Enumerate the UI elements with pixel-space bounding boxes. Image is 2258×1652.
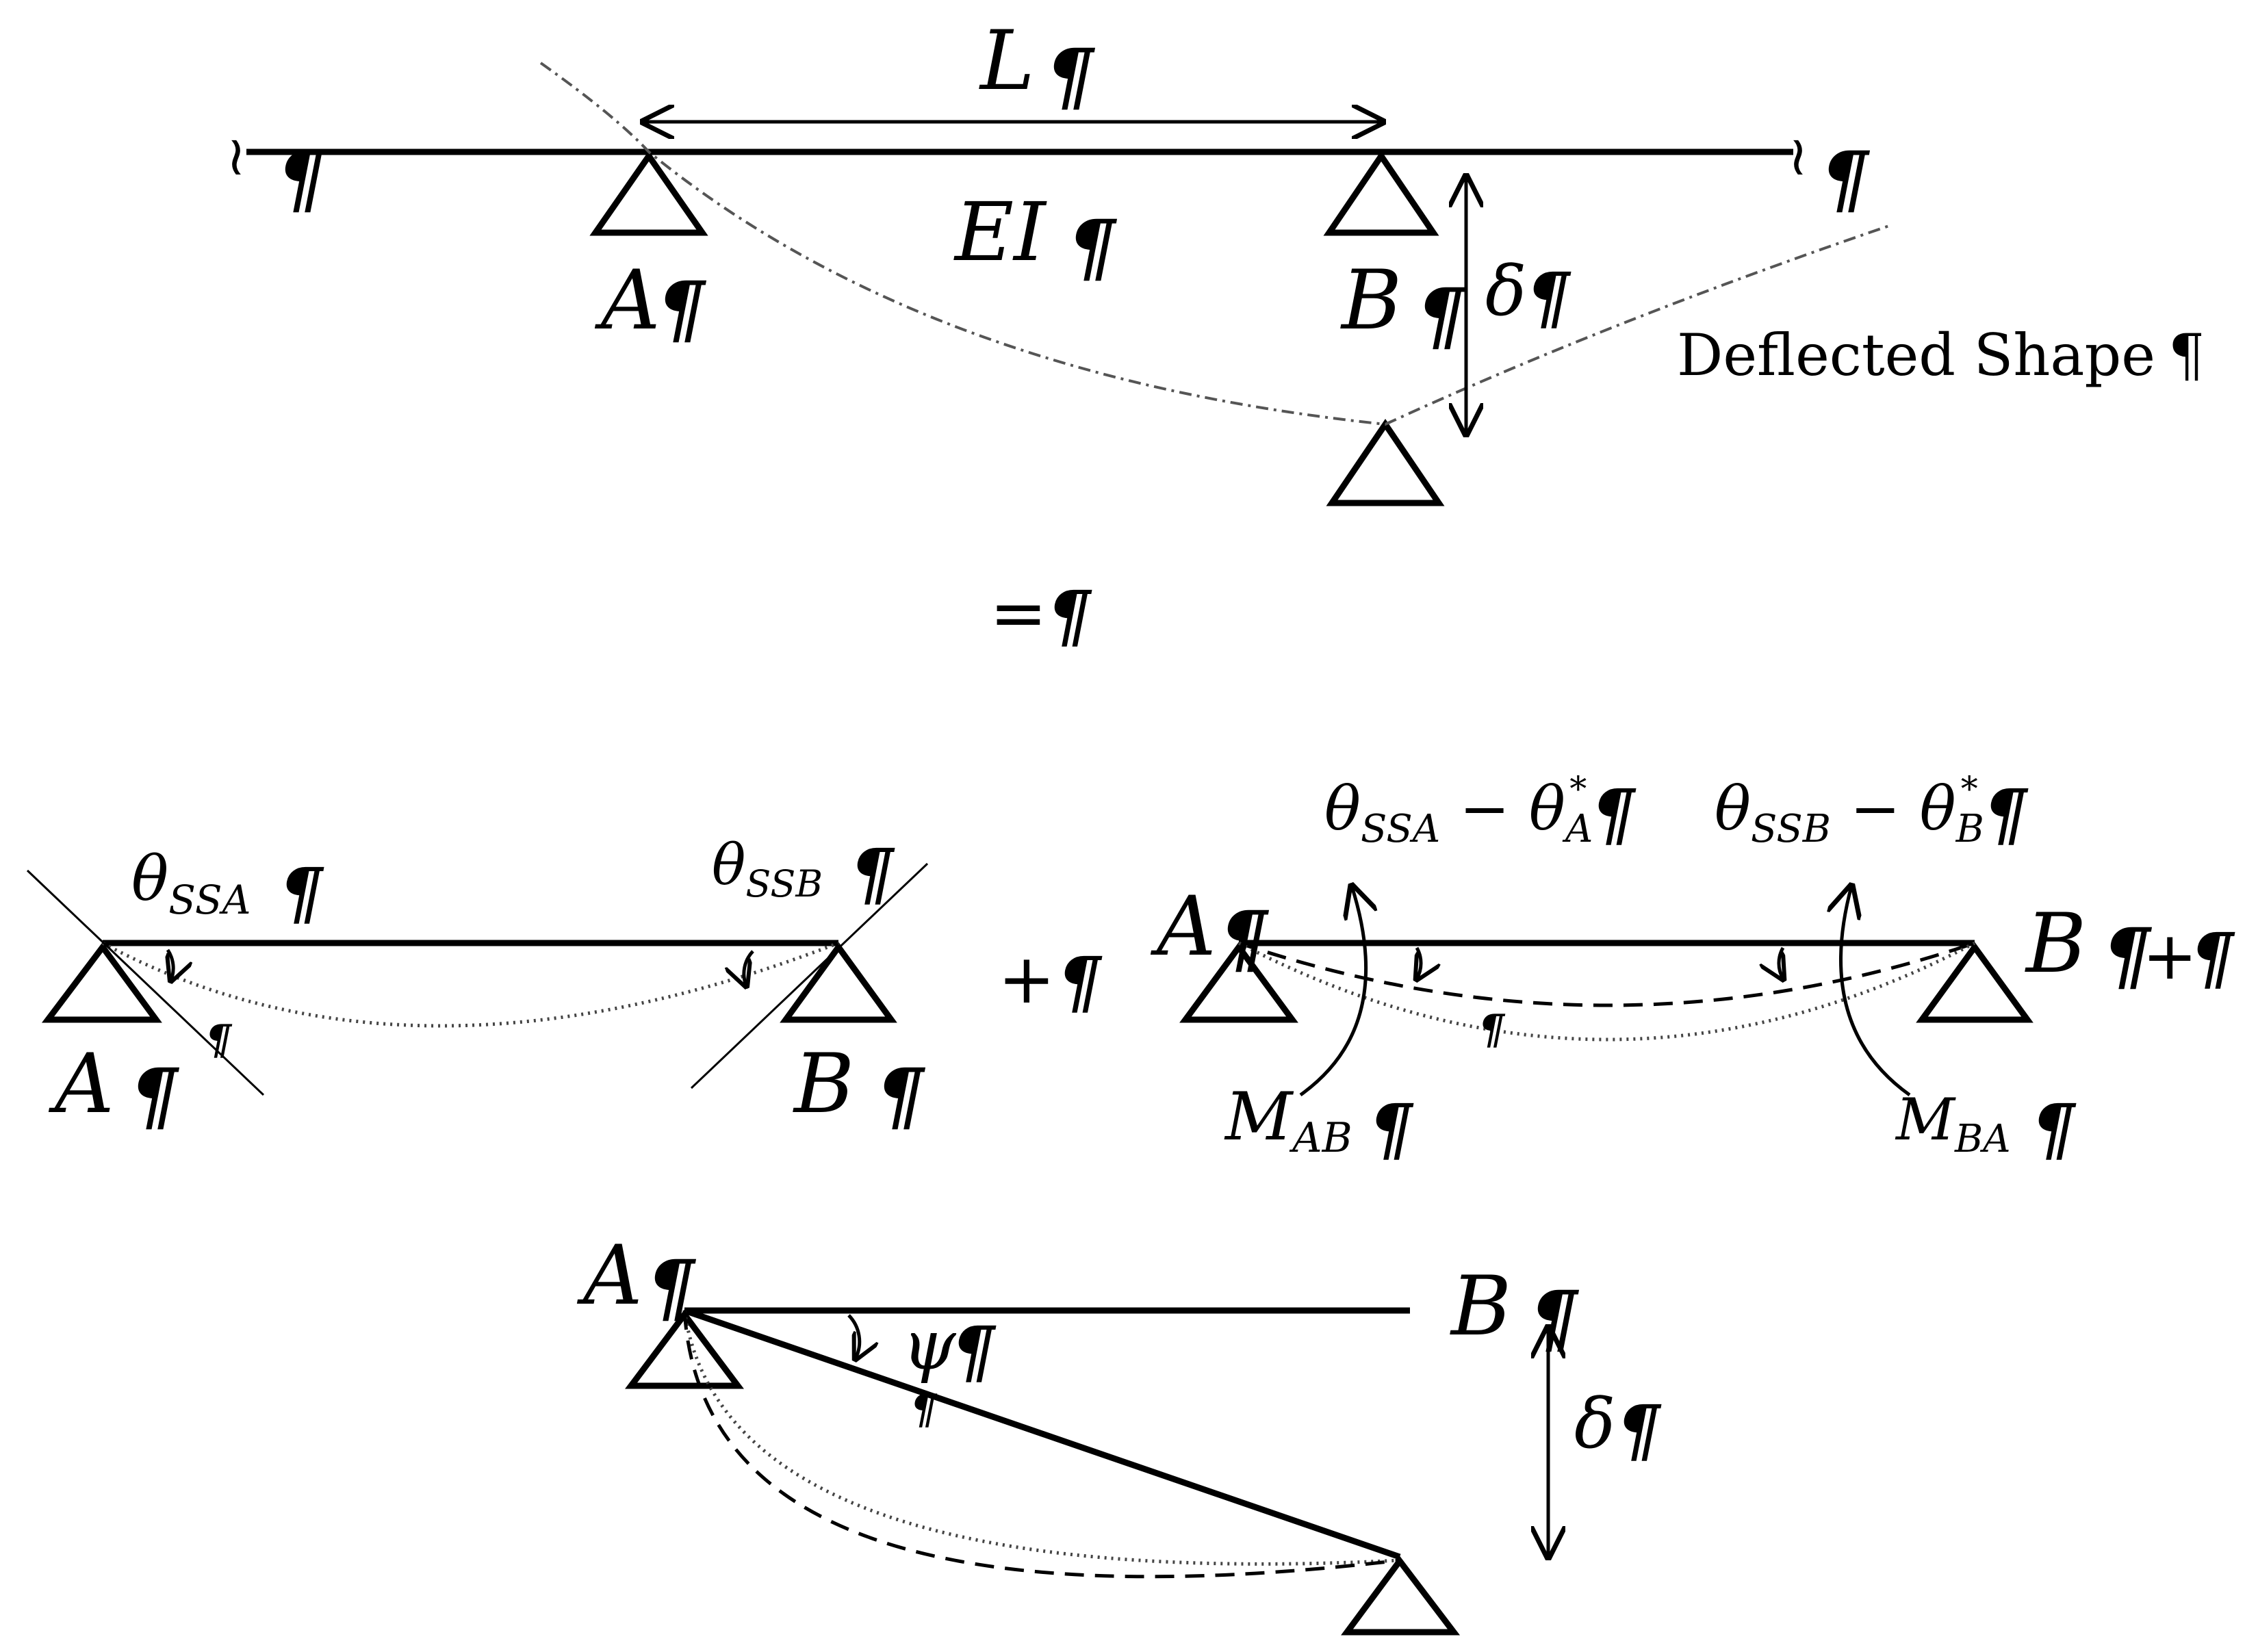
pilcrow-mark: ¶ (647, 1243, 697, 1332)
pilcrow-mark: ¶ (1617, 1390, 1662, 1471)
moment-arrow-ab (1299, 886, 1366, 1097)
corrected-deflection-curve (1238, 941, 1975, 1007)
moment-ab-label: MAB (1224, 1079, 1352, 1162)
support-b-settled (1326, 418, 1445, 506)
chord-rotation-panel: ¶ A ¶ B ¶ ψ ¶ δ ¶ (576, 1228, 1662, 1636)
support-b-settled (1341, 1556, 1461, 1636)
rotation-arrow-a (1417, 946, 1421, 979)
end-b-label: B (1340, 253, 1402, 348)
end-a-label: A (1150, 879, 1216, 975)
pilcrow-mark: ¶ (2031, 1089, 2077, 1170)
tangent-line-a (26, 869, 265, 1096)
theta-ssb-label: θSSB (712, 833, 823, 905)
rotation-arrow-b (1779, 946, 1783, 979)
pilcrow-mark: ¶ (2168, 322, 2205, 389)
rotated-chord-line (683, 1307, 1401, 1560)
end-b-label: B (793, 1037, 854, 1132)
ss-deflection-curve (101, 941, 839, 1028)
chord-rotation-arc (847, 1314, 860, 1358)
pilcrow-mark: ¶ (1369, 1089, 1414, 1170)
end-a-label: A (576, 1228, 643, 1324)
settlement-label: δ (1485, 251, 1526, 331)
plus-sign: + (998, 939, 1055, 1019)
pilcrow-mark: ¶ (1591, 774, 1637, 855)
support-b (780, 942, 897, 1023)
pilcrow-mark: ¶ (1047, 576, 1092, 656)
pilcrow-mark: ¶ (1478, 1006, 1506, 1054)
theta-b-difference-label: θSSB − θB* (1715, 769, 1984, 851)
support-a (625, 1309, 744, 1389)
pilcrow-mark: ¶ (1530, 1274, 1580, 1363)
tangent-line-b (690, 862, 929, 1089)
chord-rotation-label: ψ (902, 1305, 957, 1385)
end-b-label: B (1450, 1259, 1511, 1354)
pilcrow-mark: ¶ (2190, 918, 2235, 998)
rotation-arrow-a (168, 948, 173, 980)
moment-ba-label: MBA (1895, 1086, 2011, 1161)
support-a (41, 942, 162, 1023)
span-length-label: L (979, 14, 1035, 109)
theta-ssa-label: θSSA (131, 843, 251, 923)
pilcrow-mark: ¶ (910, 1386, 938, 1434)
end-b-label: B (2025, 896, 2086, 992)
equals-sign: = (990, 573, 1047, 653)
pilcrow-mark: ¶ (1821, 135, 1871, 223)
pilcrow-mark: ¶ (850, 834, 895, 914)
rotation-arrow-b (744, 950, 754, 985)
corrected-deflection-curve (682, 1310, 1400, 1579)
pilcrow-mark: ¶ (1526, 257, 1571, 338)
end-a-label: A (594, 253, 660, 348)
ss-deflection-curve (682, 1310, 1400, 1566)
left-break-mark: ≀ (226, 124, 246, 188)
end-a-label: A (48, 1037, 114, 1132)
pilcrow-mark: ¶ (2103, 912, 2153, 1000)
pilcrow-mark: ¶ (876, 1052, 926, 1140)
top-panel: ≀ ≀ ¶ ¶ L ¶ EI ¶ A ¶ B ¶ δ ¶ Deflected S… (226, 14, 2205, 506)
pilcrow-mark: ¶ (657, 265, 707, 353)
pilcrow-mark: ¶ (130, 1052, 180, 1140)
moment-arrow-ba (1840, 886, 1911, 1097)
pilcrow-mark: ¶ (1220, 894, 1270, 983)
support-b (1323, 150, 1439, 236)
pilcrow-mark: ¶ (205, 1016, 233, 1064)
stiffness-label: EI (953, 185, 1047, 279)
support-a (589, 151, 708, 236)
support-b (1916, 942, 2034, 1023)
support-a (1179, 942, 1298, 1023)
pilcrow-mark: ¶ (1984, 774, 2029, 855)
settlement-label: δ (1574, 1384, 1615, 1464)
end-moment-panel: ¶ θSSA − θA* ¶ θSSB − θB* ¶ A ¶ B ¶ + ¶ … (1150, 769, 2235, 1170)
deflected-shape-label: Deflected Shape (1677, 322, 2155, 389)
right-break-mark: ≀ (1788, 124, 1808, 188)
pilcrow-mark: ¶ (1046, 32, 1096, 120)
pilcrow-mark: ¶ (951, 1311, 997, 1392)
pilcrow-mark: ¶ (277, 135, 327, 223)
theta-a-difference-label: θSSA − θA* (1324, 769, 1593, 851)
plus-sign: + (2142, 918, 2197, 994)
pilcrow-mark: ¶ (1068, 203, 1118, 292)
pilcrow-mark: ¶ (279, 853, 324, 933)
pilcrow-mark: ¶ (1057, 942, 1103, 1022)
pilcrow-mark: ¶ (1417, 272, 1467, 360)
ss-deflection-curve (1237, 941, 1976, 1042)
simply-supported-panel: ¶ θSSA ¶ θSSB ¶ A ¶ B ¶ (26, 833, 929, 1140)
